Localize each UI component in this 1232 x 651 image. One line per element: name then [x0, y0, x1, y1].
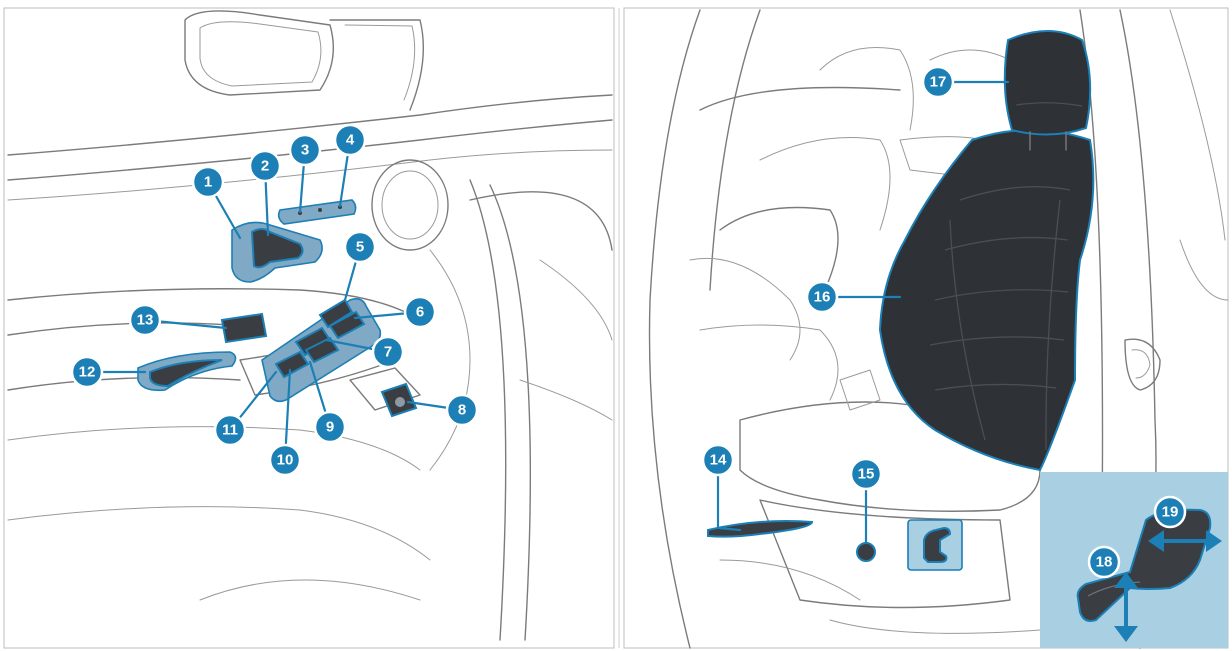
- left-panel-door-view: 1 2 3 4 5 6 7 8 9 10 11 12 13: [4, 8, 614, 648]
- door-frame-outline: [650, 10, 701, 648]
- svg-text:15: 15: [858, 466, 875, 483]
- callout-13: 13: [130, 305, 160, 335]
- svg-text:8: 8: [458, 402, 466, 419]
- svg-text:7: 7: [384, 344, 392, 361]
- svg-text:4: 4: [346, 132, 355, 149]
- svg-text:13: 13: [137, 312, 154, 329]
- svg-text:1: 1: [204, 174, 212, 191]
- lumbar-knob: [857, 543, 875, 561]
- callout-9: 9: [315, 412, 345, 442]
- callout-5: 5: [345, 232, 375, 262]
- svg-text:2: 2: [261, 158, 269, 175]
- callout-17: 17: [923, 67, 953, 97]
- callout-3: 3: [290, 135, 320, 165]
- svg-text:9: 9: [326, 419, 334, 436]
- right-panel-seat-view: 14 15 16 17 18 19: [624, 8, 1228, 648]
- callout-2: 2: [250, 151, 280, 181]
- seat-backrest: [880, 130, 1093, 470]
- svg-text:16: 16: [814, 289, 831, 306]
- svg-text:18: 18: [1096, 554, 1113, 571]
- svg-text:5: 5: [356, 239, 364, 256]
- svg-text:17: 17: [930, 74, 947, 91]
- svg-text:14: 14: [710, 452, 727, 469]
- callout-12: 12: [72, 357, 102, 387]
- svg-text:11: 11: [222, 422, 238, 439]
- callout-15: 15: [851, 459, 881, 489]
- callout-18: 18: [1089, 547, 1119, 577]
- callout-16: 16: [807, 282, 837, 312]
- svg-text:12: 12: [79, 364, 96, 381]
- callout-10: 10: [270, 445, 300, 475]
- central-locking-button: [222, 314, 266, 342]
- speaker-outline: [372, 160, 448, 250]
- callout-7: 7: [373, 337, 403, 367]
- seat-base-outline: [760, 500, 1010, 608]
- svg-text:19: 19: [1162, 504, 1179, 521]
- callout-14: 14: [703, 445, 733, 475]
- callout-19: 19: [1155, 497, 1185, 527]
- memory-buttons: [279, 200, 356, 224]
- svg-text:3: 3: [301, 142, 309, 159]
- callout-6: 6: [405, 297, 435, 327]
- callout-1: 1: [193, 167, 223, 197]
- seat-headrest: [1005, 31, 1090, 135]
- svg-text:6: 6: [416, 304, 424, 321]
- callout-11: 11: [215, 415, 245, 445]
- callout-8: 8: [447, 395, 477, 425]
- svg-text:10: 10: [277, 452, 294, 469]
- callout-4: 4: [335, 125, 365, 155]
